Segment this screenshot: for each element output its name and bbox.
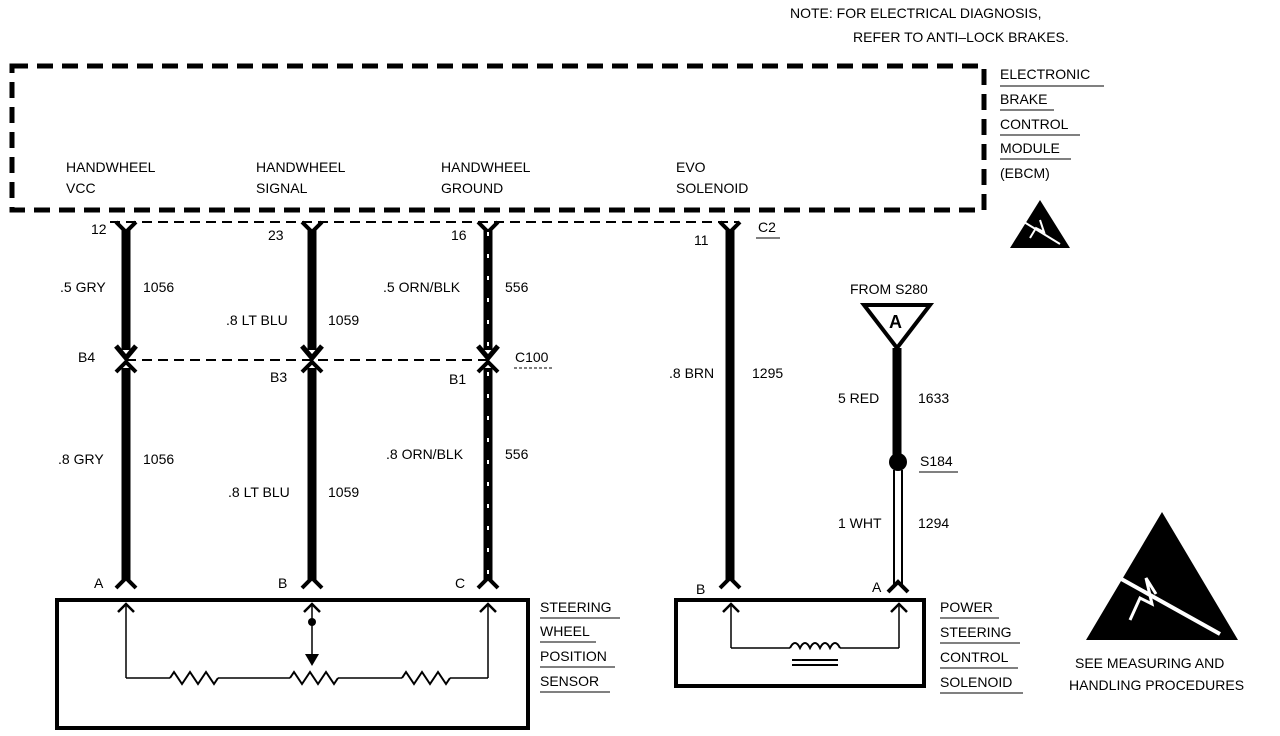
sensor-name-line-1: STEERING — [540, 599, 612, 615]
wire-1-pin-mid: B4 — [78, 349, 95, 365]
wire-2-pin-mid: B3 — [270, 369, 287, 385]
wire-1-circuit-top: 1056 — [143, 279, 174, 295]
wire-1-color-top: .5 GRY — [60, 279, 106, 295]
wire-3-pin-mid: B1 — [449, 371, 466, 387]
wire-4-circuit: 1295 — [752, 365, 783, 381]
wire-3-circuit-bot: 556 — [505, 446, 529, 462]
wire-1-circuit-bot: 1056 — [143, 451, 174, 467]
ebcm-module-box — [9, 63, 987, 213]
wire-1-pin-top: 12 — [91, 221, 107, 237]
wire-5-from: FROM S280 — [850, 281, 928, 297]
solenoid-name-line-4: SOLENOID — [940, 674, 1012, 690]
ebcm-name-line-4: MODULE — [1000, 140, 1060, 156]
sensor-name-line-4: SENSOR — [540, 673, 599, 689]
sensor-name: STEERING WHEEL POSITION SENSOR — [540, 599, 620, 693]
wire-5-triangle-label: A — [889, 312, 902, 332]
wire-2-pin-bot: B — [278, 575, 287, 591]
wire-2-color-bot: .8 LT BLU — [228, 484, 290, 500]
splice-s184 — [889, 453, 907, 471]
ebcm-name-line-2: BRAKE — [1000, 91, 1047, 107]
connector-c100-label: C100 — [515, 349, 549, 365]
wire-2-circuit-bot: 1059 — [328, 484, 359, 500]
wire-2-circuit-top: 1059 — [328, 312, 359, 328]
terminal-4-line-2: SOLENOID — [676, 180, 748, 196]
wire-4-color: .8 BRN — [669, 365, 714, 381]
wire-5-color-top: 5 RED — [838, 390, 879, 406]
terminal-3-line-2: GROUND — [441, 180, 503, 196]
terminal-1-line-1: HANDWHEEL — [66, 159, 156, 175]
wire-5-splice: S184 — [920, 453, 953, 469]
triangle-connector-a — [859, 303, 935, 352]
esd-line-1: SEE MEASURING AND — [1075, 655, 1224, 671]
terminal-2-line-1: HANDWHEEL — [256, 159, 346, 175]
wire-5-color-bot: 1 WHT — [838, 515, 882, 531]
terminal-3-line-1: HANDWHEEL — [441, 159, 531, 175]
ebcm-name: ELECTRONIC BRAKE CONTROL MODULE (EBCM) — [1000, 66, 1104, 181]
wire-2-color-top: .8 LT BLU — [226, 312, 288, 328]
sensor-name-line-2: WHEEL — [540, 623, 590, 639]
esd-warning-icon-large — [1086, 512, 1238, 640]
solenoid-name: POWER STEERING CONTROL SOLENOID — [940, 599, 1023, 694]
terminal-4-line-1: EVO — [676, 159, 706, 175]
solenoid-name-line-2: STEERING — [940, 624, 1012, 640]
wire-1059 — [300, 220, 324, 590]
wire-5-circuit-top: 1633 — [918, 390, 949, 406]
wire-5-circuit-bot: 1294 — [918, 515, 949, 531]
wire-556 — [476, 220, 500, 590]
esd-warning-icon-small — [1010, 200, 1070, 248]
wire-1-color-bot: .8 GRY — [58, 451, 104, 467]
power-steering-control-solenoid — [674, 598, 926, 688]
note-line-2: REFER TO ANTI–LOCK BRAKES. — [853, 29, 1069, 45]
connector-c2-label: C2 — [758, 219, 776, 235]
wire-3-color-top: .5 ORN/BLK — [383, 279, 461, 295]
solenoid-name-line-1: POWER — [940, 599, 993, 615]
wire-3-pin-top: 16 — [451, 227, 467, 243]
steering-wheel-position-sensor — [55, 598, 530, 730]
ebcm-name-line-1: ELECTRONIC — [1000, 66, 1090, 82]
wire-1-pin-bot: A — [94, 575, 104, 591]
wire-4-pin-bot: B — [696, 581, 705, 597]
sensor-name-line-3: POSITION — [540, 648, 607, 664]
wire-4-pin-top: 11 — [694, 232, 709, 248]
esd-line-2: HANDLING PROCEDURES — [1069, 677, 1244, 693]
solenoid-name-line-3: CONTROL — [940, 649, 1009, 665]
ebcm-name-line-5: (EBCM) — [1000, 165, 1050, 181]
ebcm-name-line-3: CONTROL — [1000, 116, 1069, 132]
wire-2-pin-top: 23 — [268, 227, 284, 243]
wire-1295 — [718, 220, 742, 590]
wire-1056 — [114, 220, 138, 590]
terminal-2-line-2: SIGNAL — [256, 180, 308, 196]
wire-3-circuit-top: 556 — [505, 279, 529, 295]
wire-3-color-bot: .8 ORN/BLK — [386, 446, 464, 462]
wire-3-pin-bot: C — [455, 575, 465, 591]
terminal-1-line-2: VCC — [66, 180, 96, 196]
wire-5-pin-bot: A — [872, 579, 882, 595]
note-line-1: NOTE: FOR ELECTRICAL DIAGNOSIS, — [790, 5, 1042, 21]
